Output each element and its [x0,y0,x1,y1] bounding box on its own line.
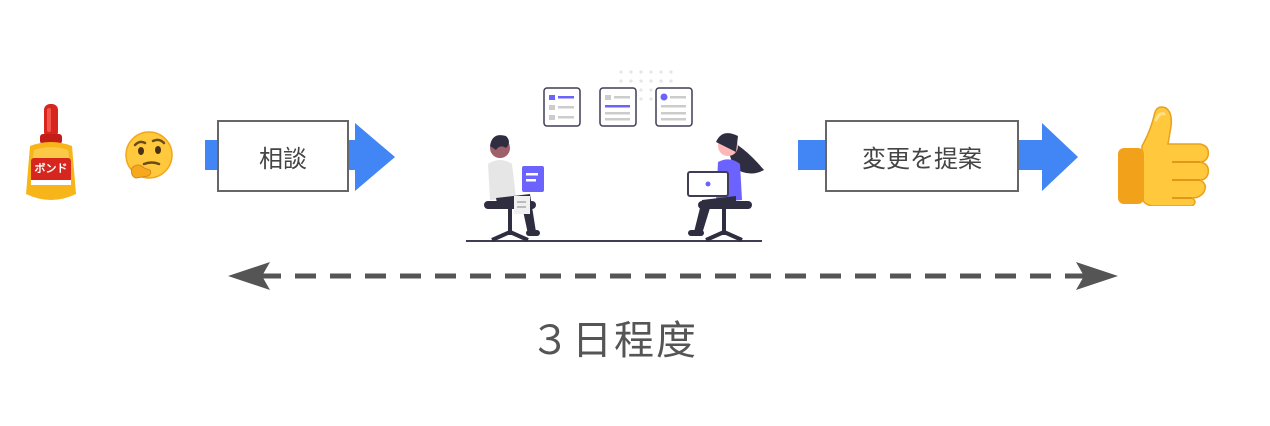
document-card-icon [599,87,637,127]
document-card-icon [543,87,581,127]
step1-box: 相談 [217,120,349,192]
glue-label: ボンド [34,162,68,175]
thinking-face-icon [122,130,176,182]
glue-bottle-icon: ボンド [20,102,82,206]
step1-label: 相談 [259,144,307,173]
duration-label: ３日程度 [530,318,698,364]
step2-box: 変更を提案 [825,120,1019,192]
meeting-illustration [466,68,766,246]
thumbs-up-icon [1112,102,1216,207]
duration-dashed-arrow [228,262,1118,290]
document-card-icon [655,87,693,127]
step2-label: 変更を提案 [862,144,982,173]
